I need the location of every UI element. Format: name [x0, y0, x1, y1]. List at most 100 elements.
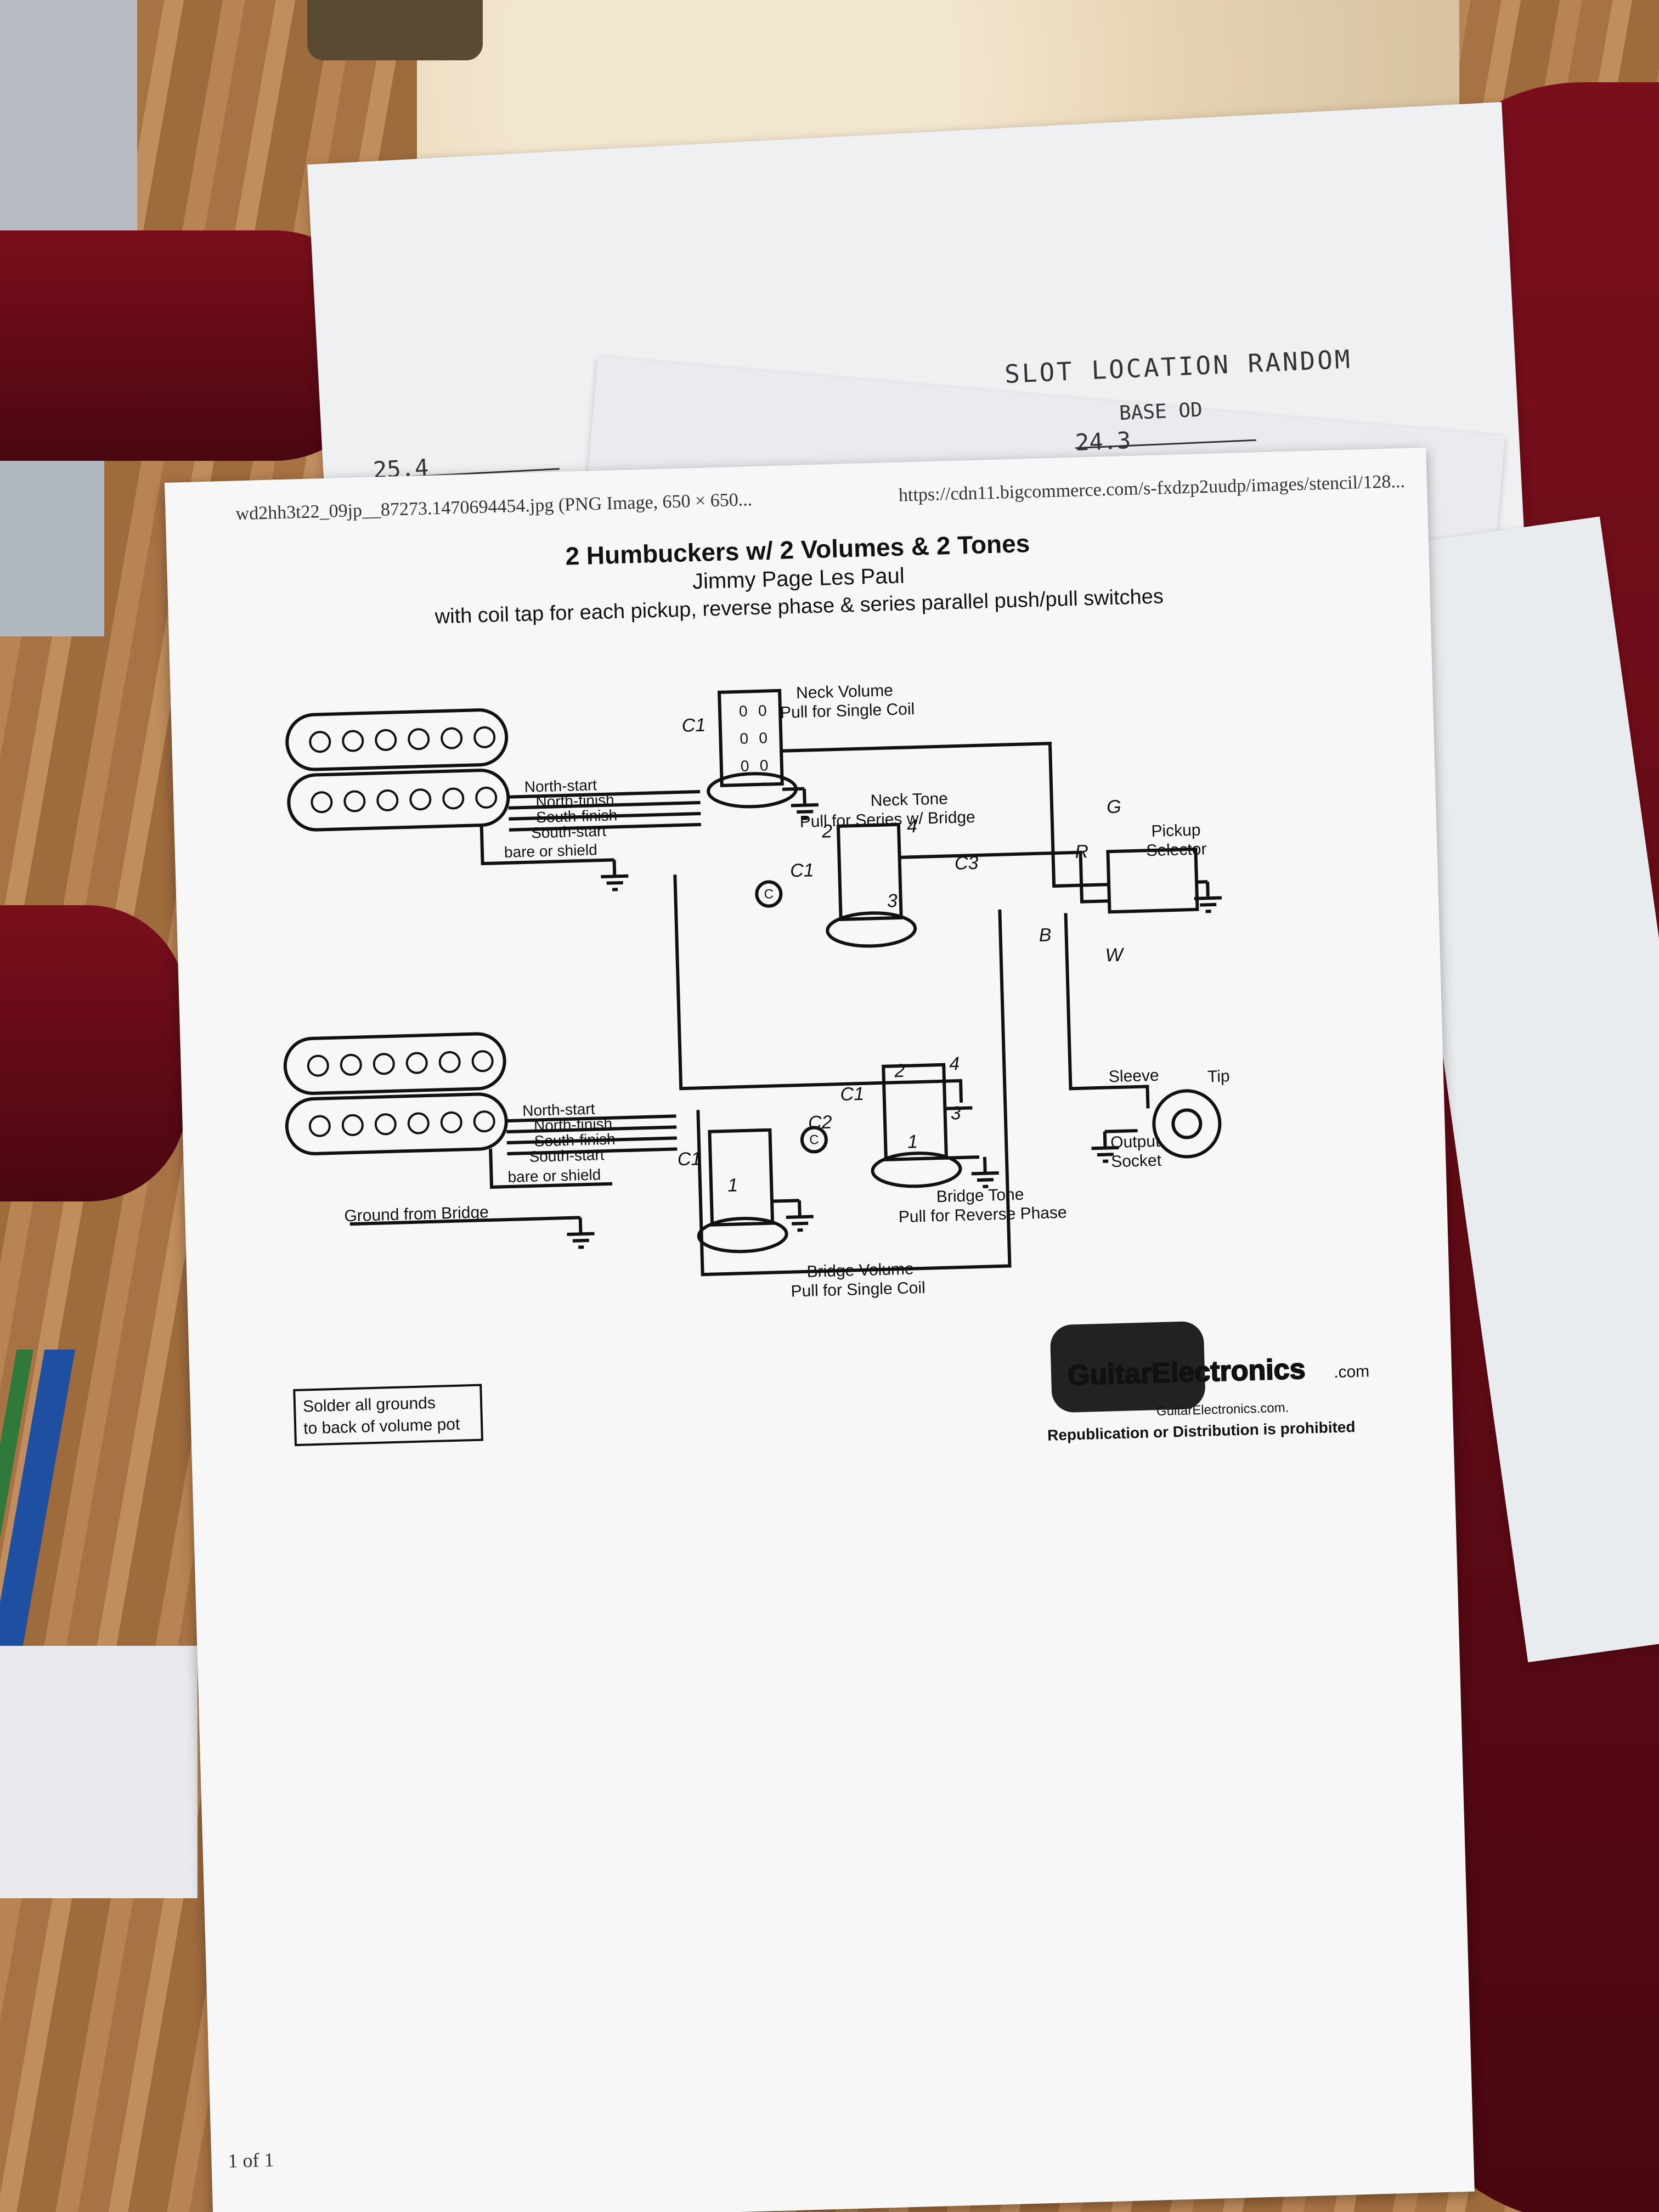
output-socket-label-2: Socket [1111, 1152, 1162, 1171]
neck-volume-switch [717, 689, 784, 787]
bridge-pole-piece [307, 1054, 329, 1077]
solder-note-line-2: to back of volume pot [303, 1415, 461, 1438]
diagram-subtitle: Jimmy Page Les Paul [692, 563, 905, 594]
handwritten-note: 3 [887, 890, 898, 912]
left-sheet [0, 1646, 198, 1898]
neck-wire-label: North-finish [535, 791, 614, 810]
bridge-tone-label: Bridge Tone [936, 1186, 1024, 1206]
neck-tone-switch [836, 822, 903, 921]
print-footer-page-count: 1 of 1 [227, 2148, 274, 2172]
handwritten-note: C2 [808, 1111, 833, 1133]
neck-shield-label: bare or shield [504, 841, 597, 861]
wiring-diagram: 2 Humbuckers w/ 2 Volumes & 2 Tones Jimm… [283, 529, 1370, 1447]
bridge-tone-capacitor [800, 1126, 828, 1154]
neck-tone-label: Neck Tone [870, 789, 948, 810]
handwritten-note: 4 [906, 816, 917, 837]
solder-note-line-1: Solder all grounds [303, 1394, 436, 1416]
neck-wire-label: North-start [524, 776, 597, 795]
neck-pole-piece [473, 726, 496, 748]
neck-pole-piece [475, 786, 498, 809]
ground-from-bridge-wire [349, 1216, 580, 1226]
neck-volume-ground-symbol [791, 788, 819, 820]
bridge-pole-piece [473, 1110, 495, 1133]
sleeve-wire [1104, 1128, 1138, 1133]
bridge-pole-piece [407, 1112, 430, 1135]
neck-volume-sublabel: Pull for Single Coil [780, 700, 915, 722]
neck-wire-label: South-start [531, 822, 607, 842]
bridge-volume-label: Bridge Volume [806, 1260, 914, 1280]
handwritten-note: C3 [954, 853, 979, 874]
handwritten-note: 1 [907, 1131, 918, 1153]
bridge-wire-label: South-start [529, 1146, 605, 1165]
neck-pole-piece [408, 728, 430, 751]
handwritten-note: G [1107, 797, 1122, 818]
neck-pole-piece [376, 789, 399, 811]
bridge-pole-piece [440, 1111, 462, 1133]
selector-ground-symbol [1194, 882, 1222, 913]
neck-tone-to-selector [899, 850, 1110, 904]
bridge-volume-ground-symbol [786, 1200, 814, 1232]
bridge-tone-leads [945, 1106, 979, 1160]
pickup-selector-switch [1106, 847, 1199, 914]
handwritten-note: B [1039, 924, 1052, 946]
neck-pickup-leads [508, 789, 701, 832]
bridge-wire-label: North-start [522, 1101, 595, 1120]
bridge-pole-piece [374, 1113, 397, 1136]
handwritten-note: R [1075, 841, 1089, 862]
neck-tone-pot [826, 911, 917, 948]
diagram-subtitle-2: with coil tap for each pickup, reverse p… [434, 585, 1164, 628]
output-socket-label-1: Output [1110, 1132, 1161, 1152]
logo-dot-com: .com [1334, 1362, 1370, 1381]
neck-humbucker-coil-top [285, 708, 509, 771]
handwritten-note: C1 [790, 860, 815, 881]
bridge-volume-pot [697, 1217, 788, 1254]
logo-url: GuitarElectronics.com. [1156, 1400, 1289, 1419]
bridge-pole-piece [373, 1053, 395, 1075]
handwritten-note: 4 [949, 1053, 960, 1075]
handwritten-note: 2 [821, 821, 833, 842]
bridge-ground-symbol [567, 1217, 595, 1249]
guitar-body-left-lower [0, 905, 187, 1201]
output-jack-center [1171, 1108, 1203, 1139]
pickup-selector-label-2: Selector [1146, 840, 1207, 860]
pickup-selector-label-1: Pickup [1151, 821, 1201, 841]
switch-contact-number: 0 [740, 757, 749, 774]
bridge-pole-piece [341, 1114, 364, 1136]
switch-contact-number: 0 [759, 757, 768, 774]
bridge-tone-switch [882, 1063, 949, 1161]
neck-tone-capacitor [755, 880, 783, 908]
switch-contact-number: 0 [758, 702, 767, 719]
bridge-tone-pot [871, 1152, 962, 1188]
solder-note-box [293, 1384, 483, 1447]
handwritten-note: 2 [894, 1060, 905, 1082]
handwritten-note: W [1105, 944, 1125, 966]
neck-shield-ground-symbol [601, 860, 629, 891]
bridge-pole-piece [438, 1051, 461, 1073]
bridge-pole-piece [471, 1050, 494, 1073]
logo-notice: Republication or Distribution is prohibi… [1047, 1418, 1356, 1444]
output-jack [1152, 1089, 1222, 1159]
handwritten-note: 3 [950, 1103, 961, 1124]
neck-to-bridge-wire [673, 874, 963, 1103]
handwritten-note: C1 [677, 1148, 702, 1170]
print-header-url: https://cdn11.bigcommerce.com/s-fxdzp2uu… [898, 471, 1406, 506]
switch-contact-number: 0 [759, 730, 768, 747]
diagram-title: 2 Humbuckers w/ 2 Volumes & 2 Tones [565, 529, 1030, 571]
bridge-pickup-leads [506, 1114, 678, 1156]
bridge-wire-label: South-finish [534, 1131, 616, 1150]
bridge-capacitor-label: C [809, 1132, 819, 1147]
tip-label: Tip [1207, 1067, 1230, 1086]
bridge-humbucker-coil-top [283, 1032, 506, 1095]
neck-pole-piece [343, 790, 366, 812]
bridge-shield-label: bare or shield [507, 1166, 601, 1186]
guitar-hardware [307, 0, 483, 60]
neck-pole-piece [342, 730, 364, 752]
sleeve-label: Sleeve [1108, 1066, 1159, 1086]
sleeve-ground-symbol [1091, 1131, 1119, 1163]
guitar-electronics-logo-mark [1050, 1321, 1205, 1413]
neck-volume-label: Neck Volume [796, 681, 894, 702]
bridge-shield-wire [489, 1148, 613, 1189]
neck-shield-wire [479, 825, 614, 866]
bridge-tone-ground-symbol [971, 1156, 999, 1188]
